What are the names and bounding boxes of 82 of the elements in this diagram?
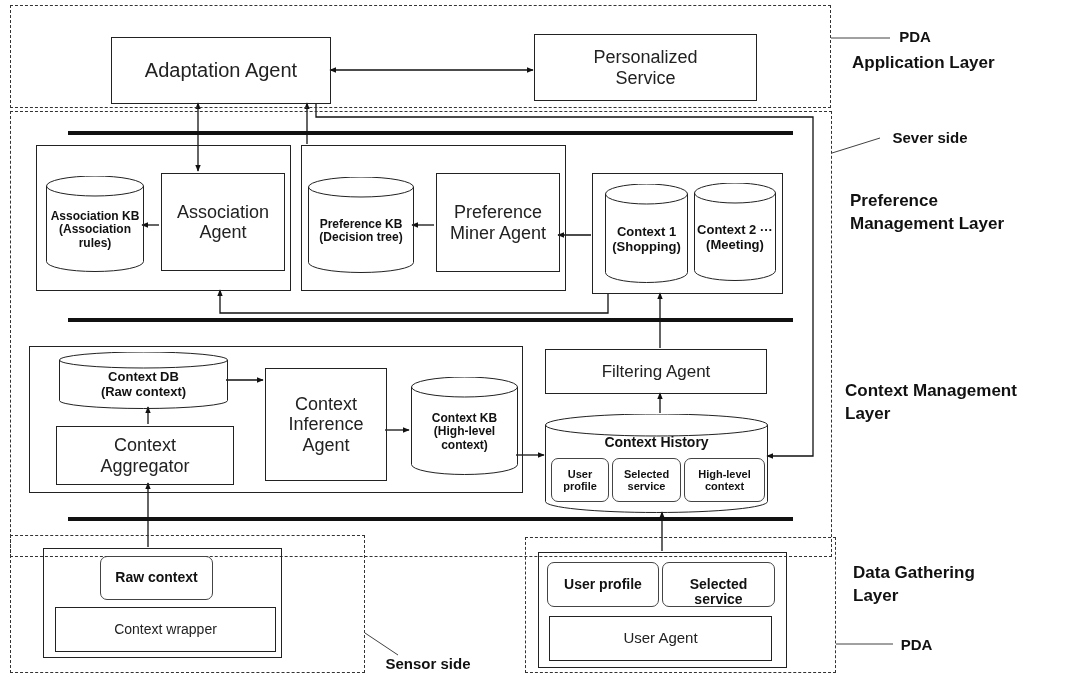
double-arrow bbox=[329, 67, 534, 73]
data-item-box bbox=[100, 556, 213, 600]
agent-box bbox=[55, 607, 276, 652]
layer-label: Data Gathering Layer bbox=[853, 562, 976, 607]
agent-box bbox=[161, 173, 285, 271]
side-label: Sever side bbox=[880, 129, 980, 149]
agent-box bbox=[265, 368, 387, 481]
database-cylinder bbox=[46, 176, 144, 272]
node-label: Raw context bbox=[114, 570, 199, 586]
database-cylinder bbox=[59, 352, 228, 409]
node-label: Context KB (High-level context) bbox=[430, 411, 499, 453]
database-cylinder bbox=[308, 177, 414, 273]
region-boundary bbox=[525, 537, 836, 673]
node-label: User profile bbox=[562, 467, 598, 493]
data-item-box bbox=[551, 458, 609, 502]
database-cylinder bbox=[411, 377, 518, 475]
leader-line bbox=[831, 137, 881, 154]
region-boundary bbox=[10, 111, 832, 557]
node-label: Context Inference Agent bbox=[287, 394, 365, 455]
database-cylinder bbox=[545, 414, 768, 513]
node-label: Adaptation Agent bbox=[143, 59, 299, 82]
arrow bbox=[315, 102, 814, 459]
node-label: Context 1 (Shopping) bbox=[611, 224, 682, 255]
arrow bbox=[411, 222, 435, 228]
double-arrow bbox=[195, 102, 201, 172]
group-box bbox=[592, 173, 783, 294]
agent-box bbox=[534, 34, 757, 101]
node-label: Filtering Agent bbox=[600, 362, 712, 381]
node-label: Association Agent bbox=[175, 201, 271, 243]
arrow bbox=[145, 406, 151, 425]
region-boundary bbox=[10, 535, 365, 673]
arrow bbox=[225, 377, 264, 383]
database-cylinder bbox=[605, 184, 688, 283]
side-label: Sensor side bbox=[372, 655, 484, 673]
arrow bbox=[659, 511, 665, 552]
arrow bbox=[145, 482, 151, 548]
node-label: User Agent bbox=[622, 630, 699, 647]
node-label: User profile bbox=[563, 576, 643, 593]
agent-box bbox=[545, 349, 767, 394]
group-box bbox=[36, 145, 291, 291]
group-box bbox=[301, 145, 566, 291]
group-box bbox=[43, 548, 282, 658]
group-box bbox=[29, 346, 523, 493]
node-label: Preference Miner Agent bbox=[448, 202, 548, 243]
node-label: Personalized Service bbox=[592, 47, 699, 88]
arrow bbox=[657, 392, 663, 414]
node-label: High-level context bbox=[697, 467, 752, 493]
node-label: Context History bbox=[603, 435, 710, 451]
region-boundary bbox=[10, 5, 831, 108]
agent-box bbox=[549, 616, 772, 661]
node-label: Selected service bbox=[688, 576, 749, 608]
arrow bbox=[304, 102, 310, 145]
agent-box bbox=[436, 173, 560, 272]
node-label: Preference KB (Decision tree) bbox=[318, 217, 404, 245]
arrow bbox=[141, 222, 160, 228]
arrow bbox=[515, 452, 545, 458]
side-label: PDA bbox=[890, 28, 940, 48]
side-label: PDA bbox=[893, 636, 940, 656]
layer-label: Preference Management Layer bbox=[850, 190, 1005, 235]
leader-line bbox=[830, 37, 891, 39]
leader-line bbox=[364, 632, 399, 656]
arrow bbox=[384, 427, 410, 433]
database-cylinder bbox=[694, 183, 776, 281]
node-label: Association KB (Association rules) bbox=[49, 209, 141, 251]
layer-label: Context Management Layer bbox=[845, 380, 1018, 425]
arrow bbox=[557, 232, 592, 238]
node-label: Context 2 ··· (Meeting) bbox=[696, 223, 774, 253]
agent-box bbox=[111, 37, 331, 104]
node-label: Context Aggregator bbox=[99, 435, 191, 476]
arrow bbox=[217, 289, 609, 314]
arrow bbox=[657, 292, 663, 349]
agent-box bbox=[56, 426, 234, 485]
group-box bbox=[538, 552, 787, 668]
node-label: Context DB (Raw context) bbox=[99, 369, 188, 400]
leader-line bbox=[835, 643, 894, 645]
data-item-box bbox=[612, 458, 681, 502]
data-item-box bbox=[662, 562, 775, 607]
data-item-box bbox=[684, 458, 765, 502]
node-label: Selected service bbox=[622, 467, 671, 493]
layer-label: Application Layer bbox=[852, 52, 996, 74]
data-item-box bbox=[547, 562, 659, 607]
node-label: Context wrapper bbox=[113, 621, 218, 638]
